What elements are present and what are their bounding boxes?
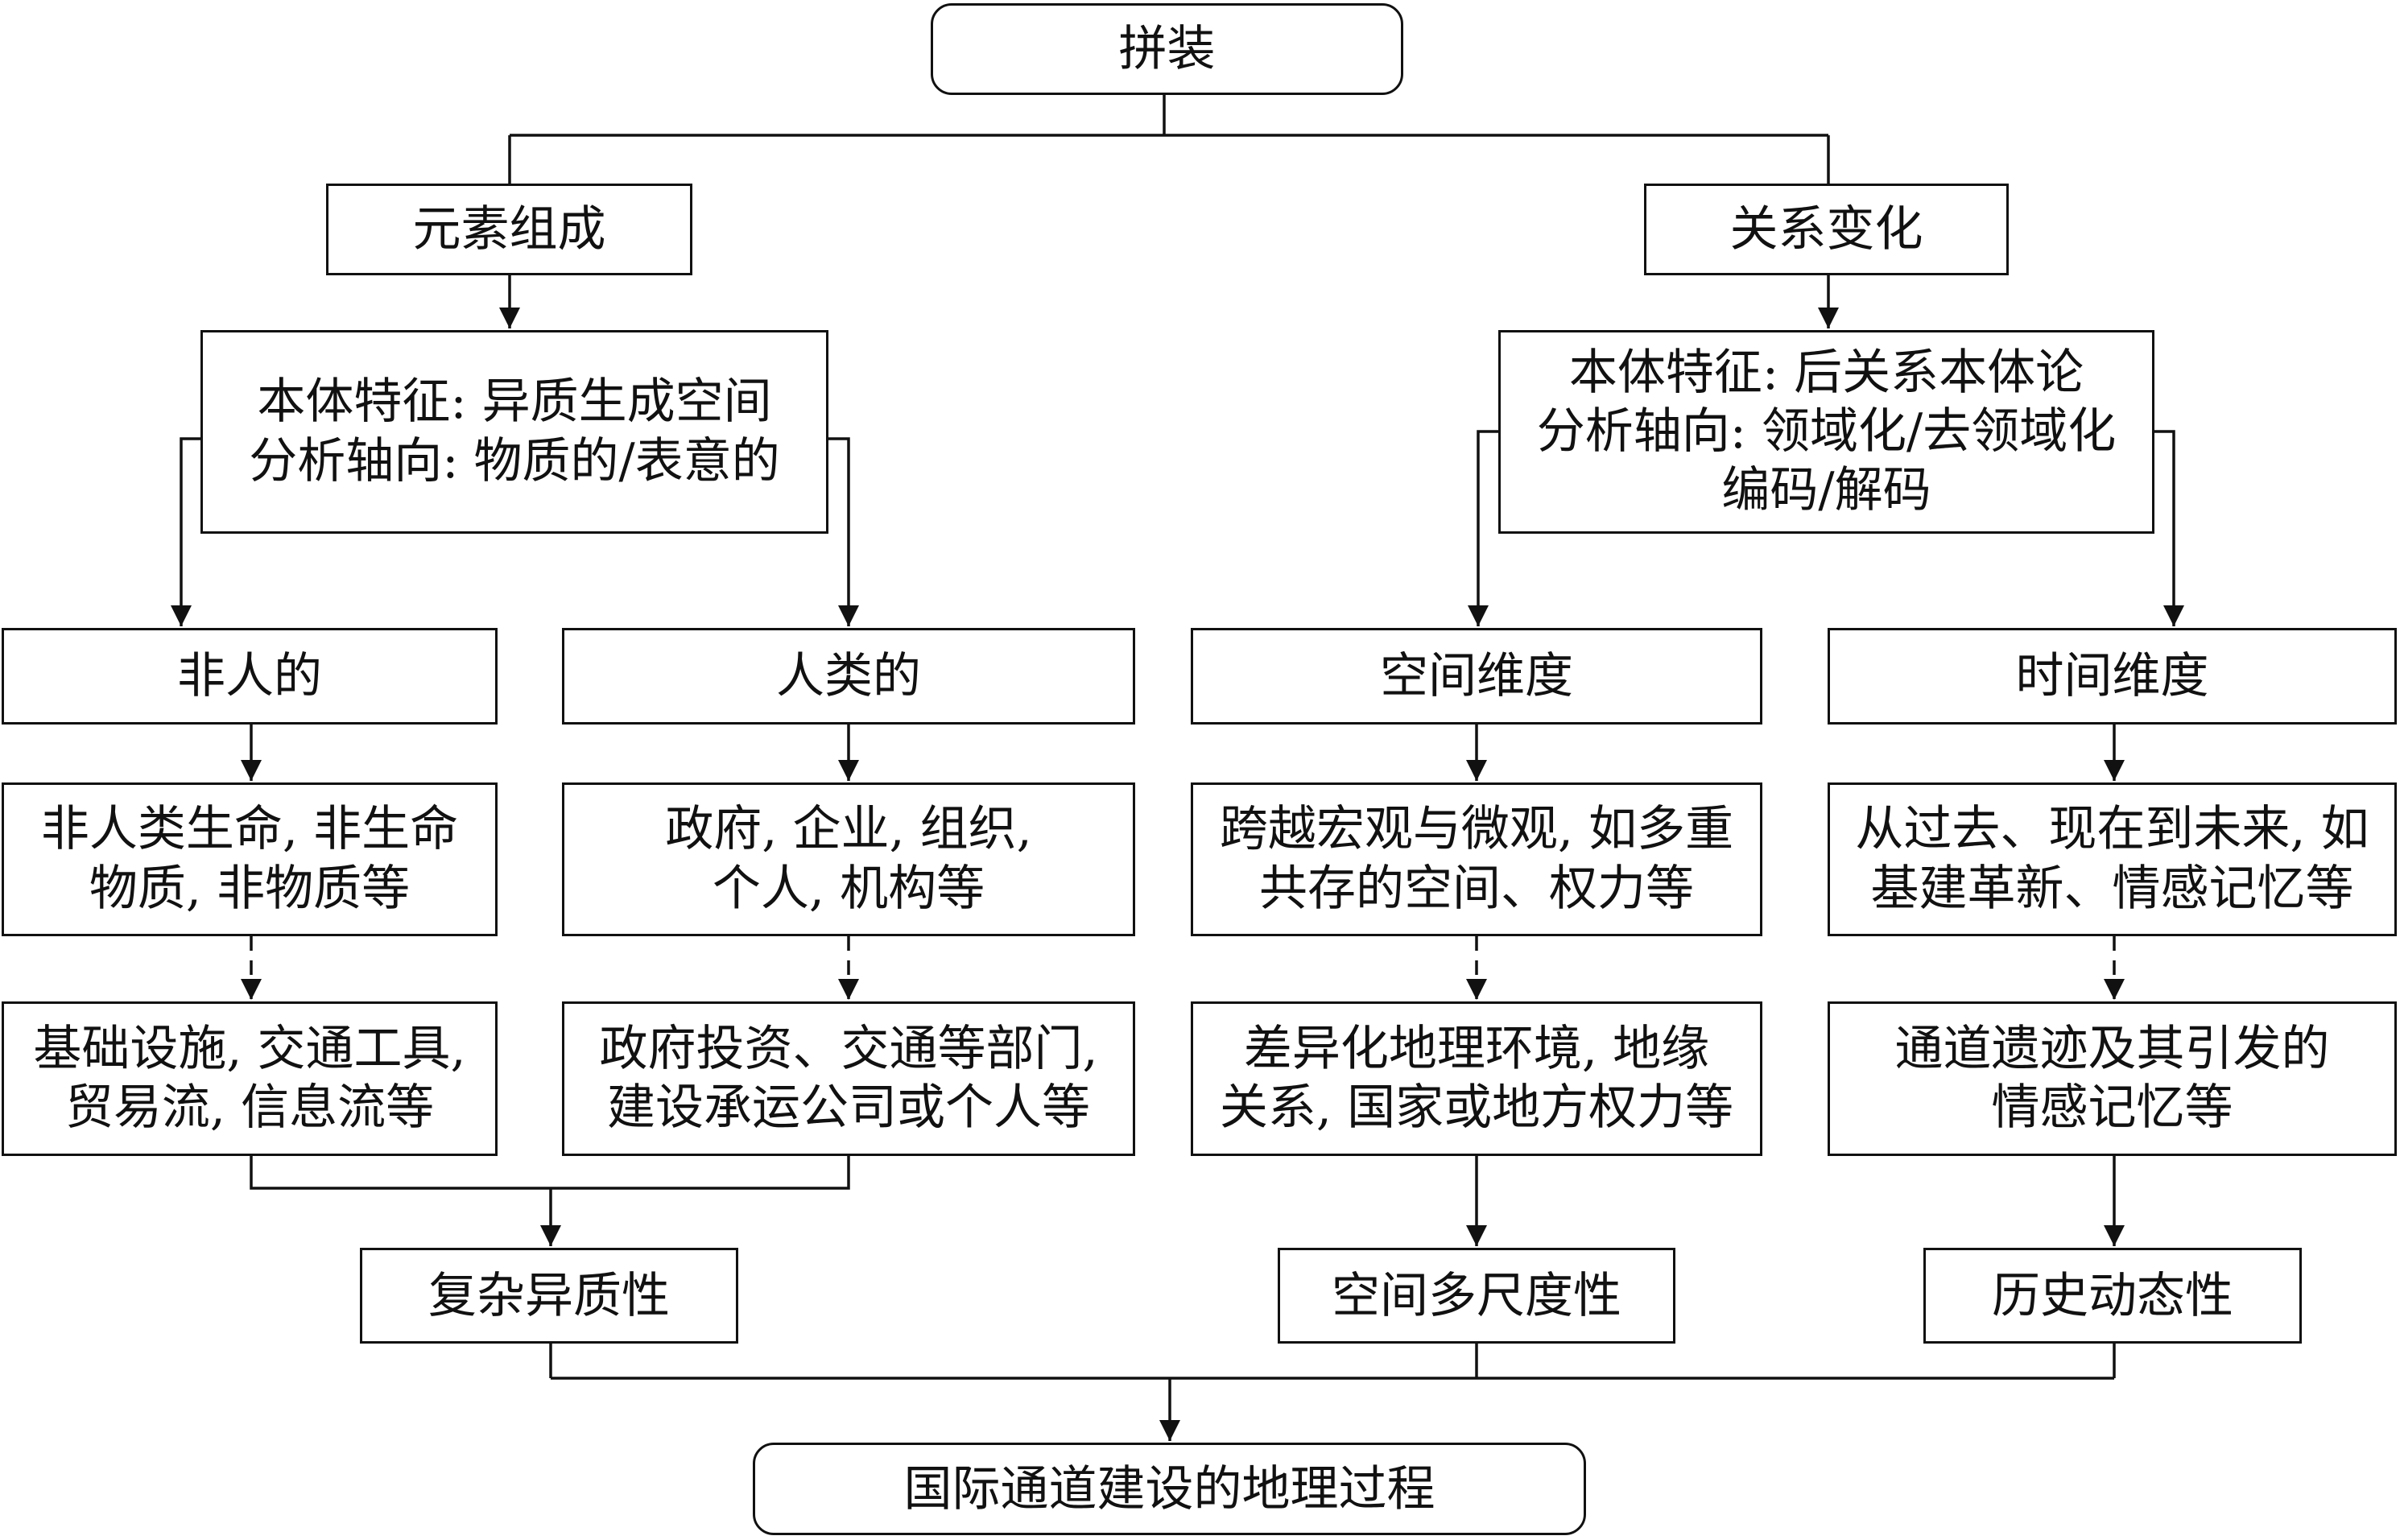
root-node: 拼装: [931, 3, 1403, 95]
left-branch-node: 元素组成: [326, 184, 692, 275]
col4-instances-line-1: 通道遗迹及其引发的: [1894, 1020, 2330, 1077]
col4-instances: 通道遗迹及其引发的 情感记忆等: [1828, 1001, 2397, 1156]
col1-instances: 基础设施, 交通工具, 贸易流, 信息流等: [2, 1001, 498, 1156]
col2-examples-line-2: 个人, 机构等: [712, 860, 985, 917]
col2-instances-line-1: 政府投资、交通等部门,: [599, 1020, 1098, 1077]
col1-category-label: 非人的: [177, 648, 322, 704]
result-historical-dynamic-label: 历史动态性: [1992, 1267, 2233, 1324]
col1-instances-line-1: 基础设施, 交通工具,: [33, 1020, 466, 1077]
col2-examples: 政府, 企业, 组织, 个人, 机构等: [562, 782, 1135, 936]
result-complex-heterogeneity: 复杂异质性: [360, 1248, 738, 1344]
col3-category-label: 空间维度: [1380, 648, 1573, 704]
result-spatial-multiscale: 空间多尺度性: [1278, 1248, 1675, 1344]
arrow-to-col3: [1468, 430, 1498, 626]
col2-examples-line-1: 政府, 企业, 组织,: [665, 801, 1032, 858]
col3-instances-line-1: 差异化地理环境, 地缘: [1243, 1020, 1710, 1077]
right-ontology-box: 本体特征: 后关系本体论 分析轴向: 领域化/去领域化 编码/解码: [1498, 330, 2154, 534]
result-spatial-multiscale-label: 空间多尺度性: [1332, 1267, 1621, 1324]
left-ontology-line-1: 本体特征: 异质生成空间: [257, 374, 772, 431]
right-branch-label: 关系变化: [1729, 201, 1923, 258]
col3-examples-line-2: 共存的空间、权力等: [1259, 860, 1694, 917]
arrow-to-col2: [828, 437, 859, 626]
result-complex-heterogeneity-label: 复杂异质性: [428, 1267, 670, 1324]
left-branch-label: 元素组成: [412, 201, 606, 258]
arrow-to-col1: [171, 437, 200, 626]
final-node: 国际通道建设的地理过程: [753, 1443, 1586, 1535]
right-ontology-line-3: 编码/解码: [1721, 462, 1931, 519]
left-merge-bracket: [250, 1156, 850, 1190]
col3-instances: 差异化地理环境, 地缘 关系, 国家或地方权力等: [1191, 1001, 1762, 1156]
col3-instances-line-2: 关系, 国家或地方权力等: [1219, 1080, 1734, 1136]
col3-examples-line-1: 跨越宏观与微观, 如多重: [1219, 801, 1734, 858]
col1-examples-line-2: 物质, 非物质等: [89, 860, 411, 917]
result-historical-dynamic: 历史动态性: [1923, 1248, 2302, 1344]
col3-category: 空间维度: [1191, 628, 1762, 725]
right-ontology-line-2: 分析轴向: 领域化/去领域化: [1536, 403, 2117, 460]
col2-instances: 政府投资、交通等部门, 建设承运公司或个人等: [562, 1001, 1135, 1156]
col4-examples-line-2: 基建革新、情感记忆等: [1870, 860, 2354, 917]
col3-examples: 跨越宏观与微观, 如多重 共存的空间、权力等: [1191, 782, 1762, 936]
col4-category: 时间维度: [1828, 628, 2397, 725]
right-ontology-line-1: 本体特征: 后关系本体论: [1568, 344, 2084, 401]
col2-category: 人类的: [562, 628, 1135, 725]
col1-category: 非人的: [2, 628, 498, 725]
col4-category-label: 时间维度: [2015, 648, 2209, 704]
col4-instances-line-2: 情感记忆等: [1991, 1080, 2233, 1136]
right-branch-node: 关系变化: [1644, 184, 2009, 275]
col2-instances-line-2: 建设承运公司或个人等: [607, 1080, 1090, 1136]
col2-category-label: 人类的: [776, 648, 921, 704]
arrow-to-col4: [2154, 430, 2184, 626]
col4-examples-line-1: 从过去、现在到未来, 如: [1855, 801, 2369, 858]
left-ontology-line-2: 分析轴向: 物质的/表意的: [249, 432, 780, 489]
col1-examples-line-1: 非人类生命, 非生命: [40, 801, 459, 858]
col1-examples: 非人类生命, 非生命 物质, 非物质等: [2, 782, 498, 936]
final-label: 国际通道建设的地理过程: [903, 1460, 1435, 1517]
col4-examples: 从过去、现在到未来, 如 基建革新、情感记忆等: [1828, 782, 2397, 936]
root-label: 拼装: [1118, 21, 1216, 77]
left-ontology-box: 本体特征: 异质生成空间 分析轴向: 物质的/表意的: [200, 330, 828, 534]
col1-instances-line-2: 贸易流, 信息流等: [64, 1080, 435, 1136]
